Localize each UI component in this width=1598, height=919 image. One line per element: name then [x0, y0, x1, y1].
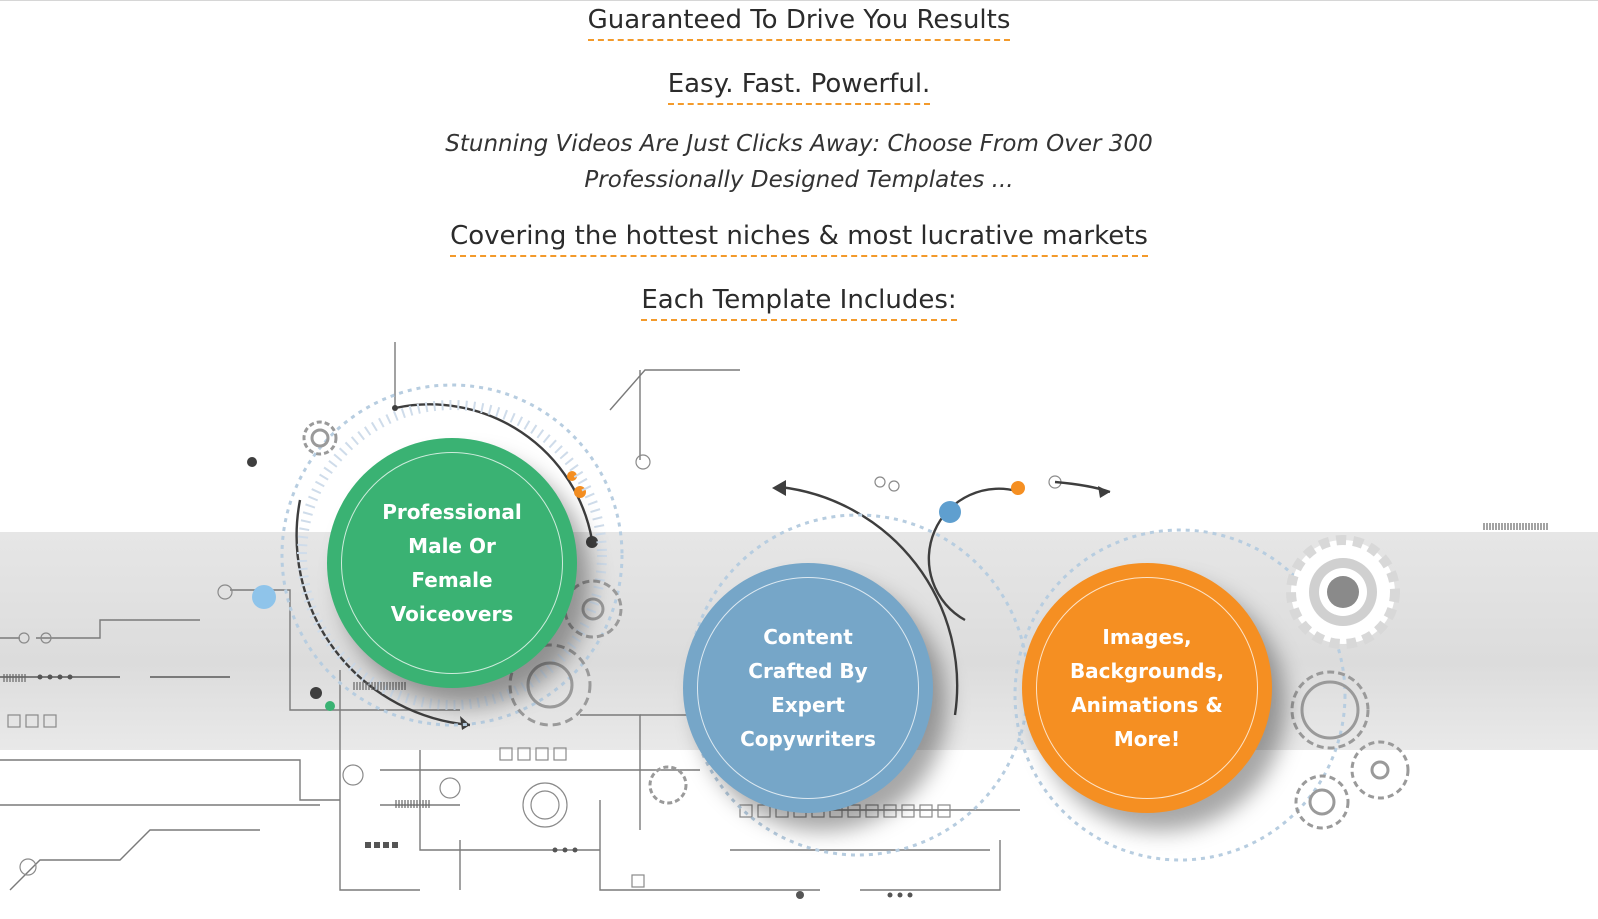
feature-text-line: Expert: [771, 693, 845, 717]
top-divider: [0, 0, 1598, 1]
feature-text-line: Content: [763, 625, 853, 649]
subheadline-line-1: Stunning Videos Are Just Clicks Away: Ch…: [445, 131, 1153, 157]
feature-text-line: Male Or: [408, 534, 496, 558]
feature-text-line: Voiceovers: [390, 602, 514, 626]
headline-each-template-includes: Each Template Includes:: [0, 283, 1598, 321]
gear-icon: [1286, 535, 1400, 649]
feature-voiceovers: Professional Male Or Female Voiceovers: [327, 438, 577, 688]
feature-copywriters-text: Content Crafted By Expert Copywriters: [733, 620, 883, 756]
feature-images: Images, Backgrounds, Animations & More!: [1022, 563, 1272, 813]
feature-voiceovers-text: Professional Male Or Female Voiceovers: [377, 495, 527, 631]
headline-covering-niches: Covering the hottest niches & most lucra…: [0, 219, 1598, 257]
feature-copywriters: Content Crafted By Expert Copywriters: [683, 563, 933, 813]
feature-text-line: Professional: [382, 500, 522, 524]
headline-guaranteed: Guaranteed To Drive You Results: [0, 3, 1598, 41]
circle-ring: [341, 452, 563, 674]
feature-text-line: Female: [411, 568, 493, 592]
feature-text-line: Images,: [1102, 625, 1192, 649]
feature-text-line: Copywriters: [740, 727, 876, 751]
feature-images-text: Images, Backgrounds, Animations & More!: [1062, 620, 1232, 756]
feature-text-line: Crafted By: [748, 659, 868, 683]
feature-text-line: Animations &: [1071, 693, 1223, 717]
circle-ring: [1036, 577, 1258, 799]
headline-easy-fast-powerful: Easy. Fast. Powerful.: [0, 67, 1598, 105]
subheadline-line-2: Professionally Designed Templates ...: [584, 167, 1014, 193]
feature-text-line: More!: [1113, 727, 1181, 751]
feature-text-line: Backgrounds,: [1069, 659, 1225, 683]
circle-ring: [697, 577, 919, 799]
